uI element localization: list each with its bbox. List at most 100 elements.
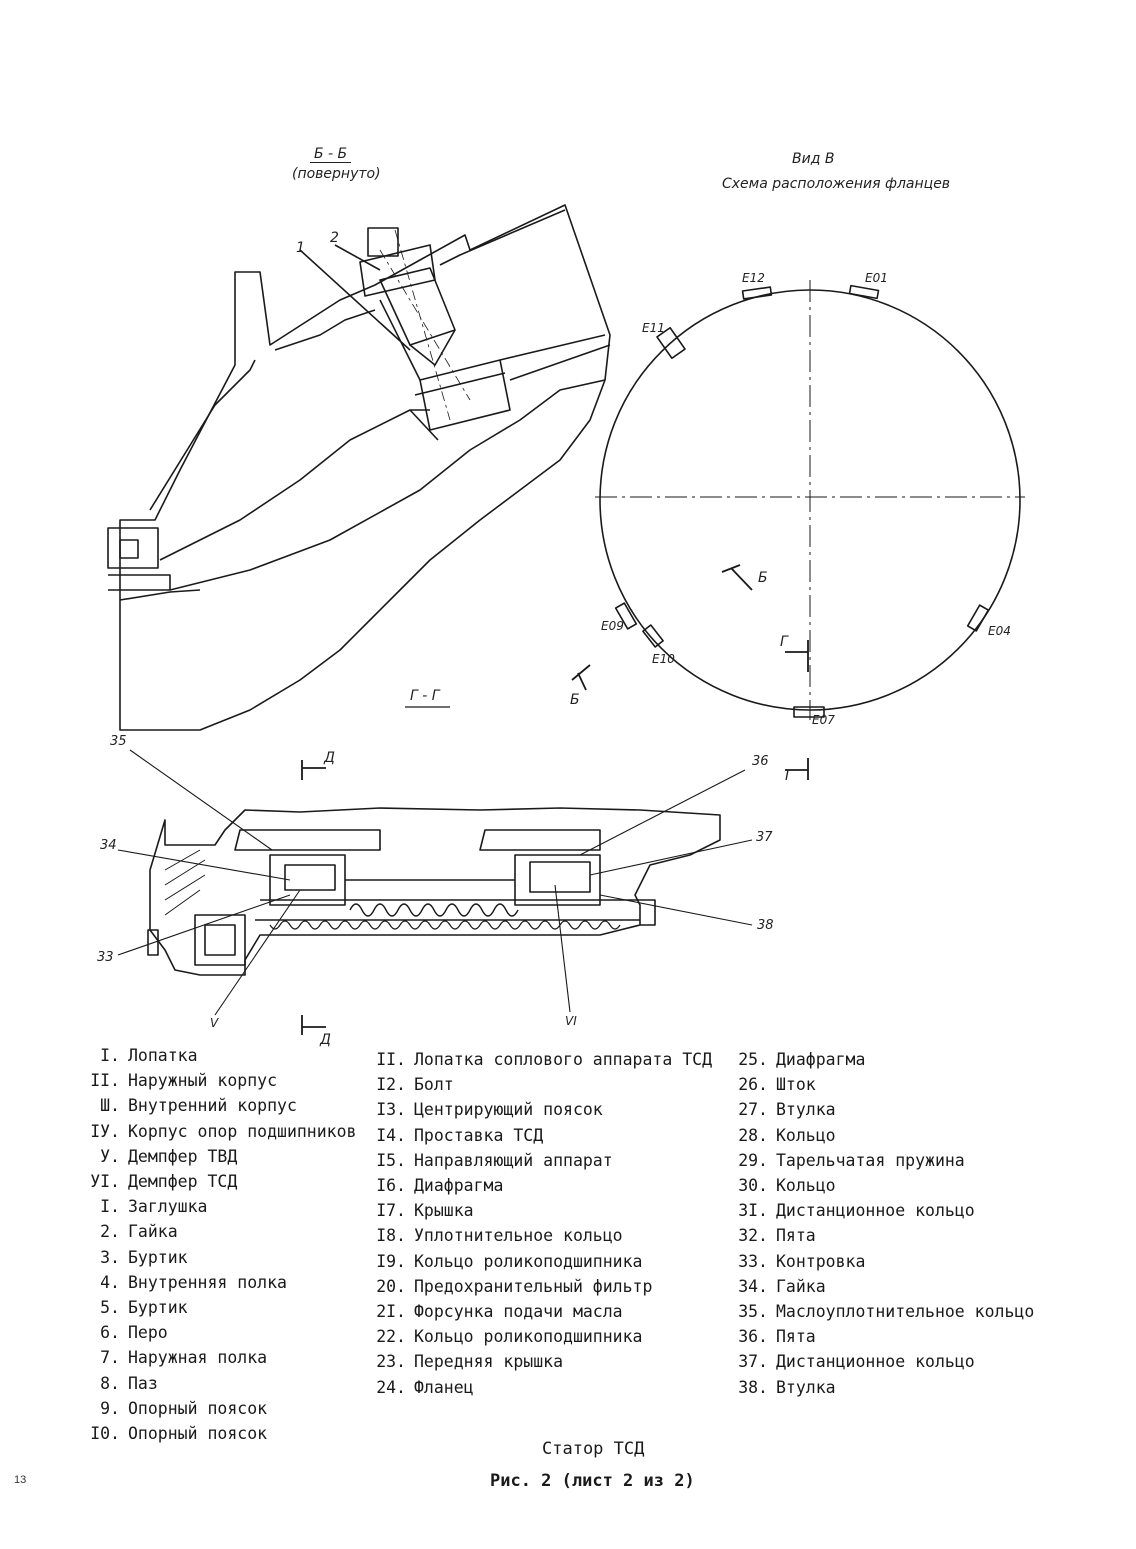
legend-item-number: 35. [738,1302,768,1322]
legend-item: 5.Буртик [50,1295,356,1320]
legend-item: I. Заглушка [50,1194,356,1219]
legend-item-number: Ш. [100,1096,120,1116]
legend-item-number: 33. [738,1251,768,1271]
legend-item-number: 7. [100,1348,120,1368]
legend-item-number: I3. [376,1100,406,1120]
legend-item-text: Форсунка подачи масла [414,1302,623,1322]
legend-item-text: Наружная полка [128,1348,268,1368]
legend-item: 30.Кольцо [730,1173,1034,1198]
flange-e01: E01 [865,271,888,285]
legend-item: I7.Крышка [368,1198,712,1223]
legend-item: 24. Фланец [368,1375,712,1400]
legend-item-number: 38. [738,1377,768,1397]
legend-item-text: Буртик [128,1298,188,1318]
legend-item-text: Диафрагма [414,1176,504,1196]
legend-item-text: Буртик [128,1247,188,1267]
legend-item: 2.Гайка [50,1219,356,1244]
legend-item: 20.Предохранительный фильтр [368,1274,712,1299]
legend-item-number: 24. [376,1377,406,1397]
legend-item-text: Передняя крышка [414,1352,564,1372]
legend-item-number: I. [100,1046,120,1065]
legend-item-number: 26. [738,1075,768,1095]
legend-item: IУ.Корпус опор подшипников [50,1119,356,1144]
callout-38: 38 [757,918,774,933]
flange-e09: E09 [601,619,624,633]
legend-item-text: Пята [776,1327,816,1347]
legend-item-text: Лопатка соплового аппарата ТСД [414,1050,713,1069]
legend-item: 22.Кольцо роликоподшипника [368,1324,712,1349]
callout-vi: VI [565,1014,577,1028]
legend-item: 4. Внутренняя полка [50,1270,356,1295]
callout-34: 34 [100,838,117,853]
legend-item: 23.Передняя крышка [368,1349,712,1374]
callout-1: 1 [296,240,305,256]
legend-item-number: 20. [376,1276,406,1296]
legend-item-text: Кольцо [776,1125,836,1145]
legend-item-text: Лопатка [128,1046,198,1065]
legend-item-text: Заглушка [128,1197,208,1217]
legend-item-number: II. [90,1071,120,1091]
legend-item: 3.Буртик [50,1245,356,1270]
legend-item: I0.Опорный поясок [50,1421,356,1446]
legend-item: I. Лопатка [50,1043,356,1068]
section-bb-title: Б - Б [310,146,352,163]
legend-item: Ш.Внутренний корпус [50,1093,356,1118]
legend-item-number: 4. [100,1272,120,1292]
legend-item: II. Наружный корпус [50,1068,356,1093]
legend-item-text: Крышка [414,1201,474,1221]
legend-item-number: I4. [376,1125,406,1145]
callout-2: 2 [330,230,339,246]
legend-item-text: Демпфер ТВД [128,1146,238,1166]
legend-item-text: Маслоуплотнительное кольцо [776,1302,1035,1322]
legend-item-text: Демпфер ТСД [128,1172,238,1192]
legend-item-number: УI. [90,1172,120,1192]
section-mark-b-inner: Б [758,570,768,586]
legend-item-text: Контровка [776,1251,866,1271]
section-bb-subtitle: (повернуто) [292,166,381,182]
legend-item-text: Втулка [776,1377,836,1397]
legend-item-number: 37. [738,1352,768,1372]
legend-item-number: I9. [376,1251,406,1271]
legend-item: 35. Маслоуплотнительное кольцо [730,1299,1034,1324]
legend-item-text: Внутренняя полка [128,1272,287,1292]
legend-item-number: 8. [100,1373,120,1393]
flange-e11: E11 [642,321,665,335]
legend-item: I6.Диафрагма [368,1173,712,1198]
legend-item-text: Тарельчатая пружина [776,1150,965,1170]
legend-item-text: Втулка [776,1100,836,1120]
legend-item: 37. Дистанционное кольцо [730,1349,1034,1374]
legend-item: 38. Втулка [730,1375,1034,1400]
flange-e04: E04 [988,624,1011,638]
legend-item-number: I. [100,1197,120,1217]
arrow-label-d-bottom: Д [320,1032,331,1048]
flange-e10: E10 [652,652,675,666]
legend-item: 33. Контровка [730,1249,1034,1274]
callout-37: 37 [756,830,773,845]
legend-item-text: Уплотнительное кольцо [414,1226,623,1246]
legend-item-number: 34. [738,1276,768,1296]
legend-item: I8.Уплотнительное кольцо [368,1223,712,1248]
callout-v: V [210,1016,219,1030]
legend-item-number: У. [100,1146,120,1166]
legend-item-text: Гайка [128,1222,178,1242]
legend-item-text: Центрирующий поясок [414,1100,603,1120]
legend-item: I4. Проставка ТСД [368,1123,712,1148]
legend-item-text: Проставка ТСД [414,1125,544,1145]
legend-item-text: Дистанционное кольцо [776,1352,975,1372]
legend-item-number: 36. [738,1327,768,1347]
legend-item-text: Кольцо роликоподшипника [414,1251,643,1271]
section-bb-drawing [107,204,611,731]
legend-item: 29.Тарельчатая пружина [730,1148,1034,1173]
legend-item: 27.Втулка [730,1097,1034,1122]
page-number: 13 [14,1474,27,1486]
legend-item-text: Шток [776,1075,816,1095]
legend-item: I5.Направляющий аппарат [368,1148,712,1173]
legend-item-text: Корпус опор подшипников [128,1121,357,1141]
legend-item-number: 25. [738,1050,768,1069]
legend-item: 26. Шток [730,1072,1034,1097]
legend-item-text: Наружный корпус [128,1071,278,1091]
legend-item-text: Фланец [414,1377,474,1397]
section-mark-b-outer: Б [570,692,580,708]
